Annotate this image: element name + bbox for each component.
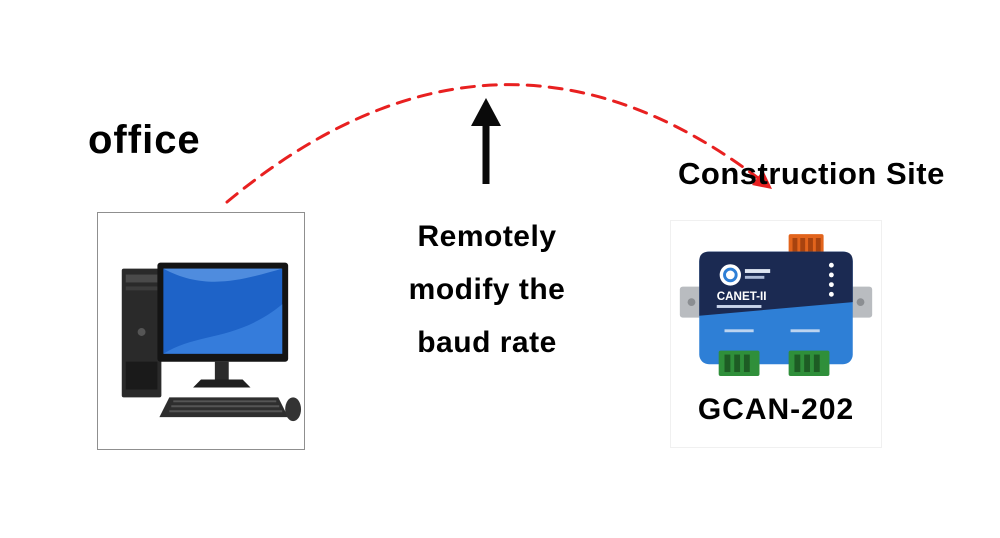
- up-arrow-shaft: [482, 122, 490, 184]
- green-slot: [724, 354, 731, 373]
- device-box: CANET-II GCAN-202: [670, 220, 882, 448]
- device-led: [828, 291, 834, 297]
- green-slot: [794, 354, 801, 373]
- monitor-screen-glare: [163, 268, 283, 282]
- device-flange-left-hole: [687, 298, 696, 306]
- device-logo-text-line: [744, 269, 771, 273]
- monitor-stand-neck: [214, 361, 229, 380]
- device-subtitle-line: [716, 305, 762, 308]
- up-arrow-icon: [471, 98, 501, 184]
- monitor-stand-base: [193, 379, 251, 388]
- green-slot: [734, 354, 741, 373]
- device-port-label-line: [790, 329, 820, 333]
- pc-tower-vent: [125, 361, 158, 390]
- device-led: [828, 282, 834, 288]
- device-name-text: CANET-II: [717, 290, 767, 303]
- pc-tower-drive: [125, 274, 158, 283]
- device-logo-text-line2: [744, 275, 765, 279]
- device-led: [828, 272, 834, 278]
- center-caption: Remotely modify the baud rate: [352, 220, 622, 359]
- orange-slot: [800, 238, 806, 252]
- device-led: [828, 262, 834, 268]
- pc-tower-slot: [125, 286, 158, 291]
- orange-slot: [808, 238, 813, 252]
- gcan-device-icon: CANET-II: [679, 234, 873, 376]
- device-logo-icon: [719, 264, 742, 286]
- device-flange-right-hole: [856, 298, 865, 306]
- green-slot: [813, 354, 820, 373]
- green-slot: [804, 354, 810, 373]
- monitor-screen-highlight: [163, 304, 283, 354]
- caption-line-3: baud rate: [417, 326, 557, 359]
- construction-site-label: Construction Site: [678, 156, 945, 191]
- caption-line-2: modify the: [408, 273, 566, 306]
- device-logo-swirl: [723, 267, 738, 283]
- pc-power-button: [137, 328, 146, 336]
- mouse: [285, 397, 302, 422]
- orange-slot: [792, 238, 798, 252]
- green-slot: [743, 354, 750, 373]
- caption-line-1: Remotely: [417, 220, 557, 253]
- device-model-label: GCAN-202: [697, 393, 855, 426]
- orange-slot: [815, 238, 821, 252]
- desktop-computer-icon: [121, 262, 302, 422]
- office-label: office: [88, 118, 201, 162]
- device-port-label-line: [724, 329, 754, 333]
- up-arrow-head: [471, 98, 501, 126]
- office-computer-box: [97, 212, 305, 450]
